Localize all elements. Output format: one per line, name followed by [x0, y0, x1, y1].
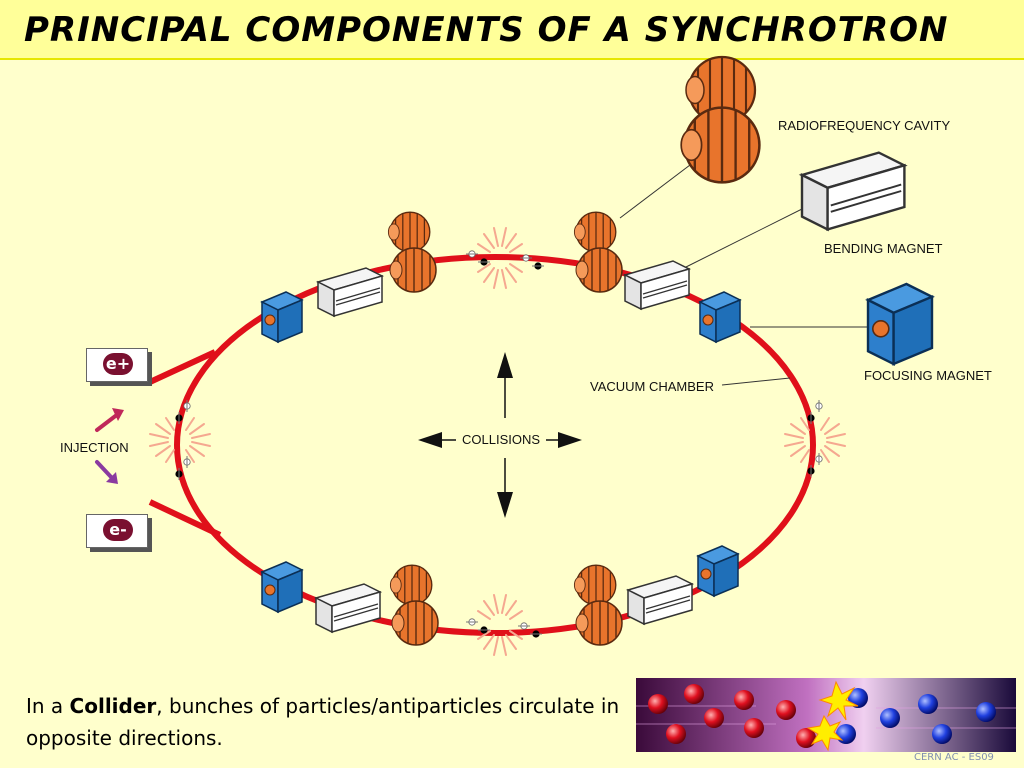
injection-line-bottom — [148, 499, 222, 538]
arrow-left-icon — [418, 432, 442, 448]
connector-rf — [619, 164, 691, 219]
label-vacuum-chamber: VACUUM CHAMBER — [590, 379, 714, 394]
connector-bending — [679, 204, 811, 271]
bending-magnet-top-left — [317, 267, 383, 317]
flash-icon — [477, 594, 523, 656]
caption-suffix: , bunches of particles/antiparticles cir… — [26, 694, 620, 750]
rf-cavity-bottom-left — [389, 564, 439, 646]
label-rf-cavity: RADIOFREQUENCY CAVITY — [778, 118, 951, 133]
positron-box: e+ — [86, 348, 148, 382]
arrow-right-icon — [95, 412, 120, 432]
electron-badge: e- — [103, 519, 133, 541]
title-bar: PRINCIPAL COMPONENTS OF A SYNCHROTRON — [0, 0, 1024, 60]
page-title: PRINCIPAL COMPONENTS OF A SYNCHROTRON — [24, 10, 949, 50]
positron-badge: e+ — [103, 353, 133, 375]
label-injection: INJECTION — [60, 440, 129, 455]
arrow-up-icon — [497, 352, 513, 378]
credit: CERN AC - ES09 — [914, 752, 994, 763]
rf-cavity-detached — [679, 55, 761, 184]
focusing-magnet-bottom-right — [697, 545, 739, 597]
focusing-magnet-top-right — [699, 291, 741, 343]
rf-cavity-top-right — [573, 211, 623, 293]
focusing-magnet-top-left — [261, 291, 303, 343]
connector-vacuum — [721, 377, 791, 386]
label-bending-magnet: BENDING MAGNET — [824, 241, 943, 256]
bending-magnet-top-right — [624, 260, 690, 310]
bending-magnet-detached — [800, 151, 906, 231]
arrow-down-icon — [106, 472, 118, 484]
rf-cavity-bottom-right — [573, 564, 623, 646]
caption-prefix: In a — [26, 694, 70, 718]
arrow-right-icon — [112, 408, 124, 421]
label-focusing-magnet: FOCUSING MAGNET — [864, 368, 992, 383]
caption-bold: Collider — [69, 694, 157, 718]
bending-magnet-bottom-right — [627, 575, 693, 625]
label-collisions: COLLISIONS — [462, 432, 541, 447]
electron-box: e- — [86, 514, 148, 548]
injection-line-top — [148, 349, 217, 385]
bending-magnet-bottom-left — [315, 583, 381, 633]
caption: In a Collider, bunches of particles/anti… — [26, 690, 626, 754]
rf-cavity-top-left — [387, 211, 437, 293]
particle-collision-image — [636, 678, 1016, 752]
arrow-down-icon — [497, 492, 513, 518]
arrow-right-icon — [558, 432, 582, 448]
arrow-down-icon — [95, 460, 114, 480]
focusing-magnet-bottom-left — [261, 561, 303, 613]
storage-ring — [174, 254, 816, 636]
focusing-magnet-detached — [866, 282, 934, 366]
